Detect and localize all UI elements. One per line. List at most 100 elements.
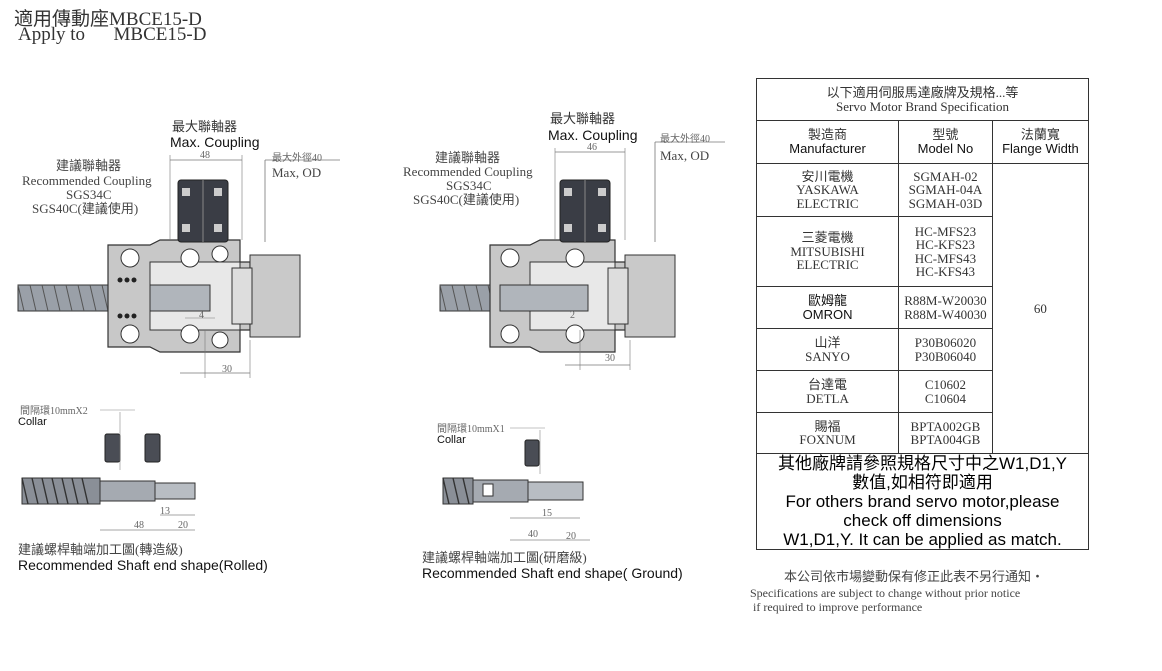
model-no: R88M-W20030: [904, 293, 987, 308]
right-dim-2: 2: [570, 310, 575, 321]
table-row: 安川電機 YASKAWA ELECTRIC SGMAH-02 SGMAH-04A…: [755, 163, 1090, 454]
mfr-en: SANYO: [805, 348, 850, 364]
mfr-en: ELECTRIC: [796, 257, 859, 273]
table-row: 賜福 FOXNUM BPTA002GB BPTA004GB: [755, 412, 1089, 454]
table-row: 歐姆龍 OMRON R88M-W20030 R88M-W40030: [755, 286, 1089, 329]
left-max-od-cn: 最大外徑40: [272, 153, 322, 164]
right-dim-30: 30: [605, 353, 615, 364]
footer-notice-en-line2: if required to improve performance: [750, 600, 923, 614]
model-no: P30B06040: [914, 348, 977, 364]
mfr-en: ELECTRIC: [796, 195, 859, 211]
mfr-en: YASKAWA: [796, 182, 859, 198]
right-rec-coupling-cn: 建議聯軸器: [435, 150, 501, 165]
right-collar-label: Collar: [437, 434, 466, 446]
right-shaft-drawing: [442, 427, 590, 541]
left-max-od-en: Max, OD: [272, 165, 322, 180]
mfr-cn: 山洋: [814, 335, 841, 350]
right-shaft-caption-en: Recommended Shaft end shape( Ground): [422, 565, 683, 581]
left-assembly-drawing: [17, 155, 340, 378]
model-no: HC-KFS23: [915, 237, 976, 252]
right-rec-coupling-en: Recommended Coupling: [403, 164, 533, 179]
note-line: 其他廠牌請參照規格尺寸中之W1,D1,Y: [777, 454, 1068, 473]
table-row: 台達電 DETLA C10602 C10604: [755, 370, 1089, 413]
model-no: P30B06020: [914, 335, 977, 350]
flange-width-value: 60: [991, 163, 1090, 454]
left-dim-13: 13: [160, 506, 170, 517]
right-dim-40: 40: [528, 529, 538, 540]
left-max-coupling-en: Max. Coupling: [170, 134, 260, 150]
mfr-en: OMRON: [802, 306, 853, 322]
page-title-en: Apply to MBCE15-D: [18, 24, 207, 45]
mfr-cn: 台達電: [808, 377, 848, 392]
mfr-cn: 歐姆龍: [808, 292, 848, 308]
mfr-en: FOXNUM: [799, 432, 856, 447]
left-rec-coupling-en: Recommended Coupling: [22, 173, 152, 188]
model-no: HC-MFS43: [914, 250, 977, 266]
mfr-cn: 賜福: [814, 418, 841, 434]
left-dim-48: 48: [200, 150, 210, 161]
note-line: W1,D1,Y. It can be applied as match.: [783, 530, 1062, 549]
left-collar-spec: 間隔環10mmX2: [20, 406, 88, 417]
model-no: R88M-W40030: [904, 306, 987, 322]
model-no: HC-KFS43: [915, 264, 976, 279]
right-rec-coupling-model1: SGS34C: [446, 178, 492, 193]
right-dim-15: 15: [542, 508, 552, 519]
left-rec-coupling-model1: SGS34C: [66, 187, 112, 202]
left-rec-coupling-cn: 建議聯軸器: [56, 158, 122, 173]
mfr-cn: 安川電機: [801, 168, 854, 184]
table-row: 山洋 SANYO P30B06020 P30B06040: [755, 328, 1089, 371]
table-note-row: 其他廠牌請參照規格尺寸中之W1,D1,Y 數值,如相符即適用 For other…: [756, 453, 1089, 550]
right-dim-46: 46: [587, 142, 597, 153]
mfr-cn: 三菱電機: [801, 230, 854, 246]
left-max-coupling-cn: 最大聯軸器: [172, 119, 238, 134]
col-manufacturer-cn: 製造商: [808, 127, 848, 142]
table-title-row: 以下適用伺服馬達廠牌及規格...等 Servo Motor Brand Spec…: [756, 78, 1089, 121]
left-dim-48b: 48: [134, 520, 144, 531]
page-title-cn: 適用傳動座MBCE15-D: [14, 9, 202, 30]
left-dim-30: 30: [222, 364, 232, 375]
footer-notice-cn: 本公司依市場變動保有修正此表不另行通知・: [784, 569, 1045, 584]
left-shaft-caption-cn: 建議螺桿軸端加工圖(轉造級): [18, 542, 183, 557]
note-line: check off dimensions: [843, 511, 1002, 530]
left-collar-label: Collar: [18, 416, 47, 428]
note-line: 數值,如相符即適用: [852, 473, 993, 492]
model-no: BPTA002GB: [910, 418, 981, 434]
left-shaft-caption-en: Recommended Shaft end shape(Rolled): [18, 557, 268, 573]
right-rec-coupling-model2: SGS40C(建議使用): [413, 192, 520, 207]
model-no: SGMAH-04A: [908, 182, 983, 198]
right-dim-20: 20: [566, 531, 576, 542]
right-max-coupling-cn: 最大聯軸器: [550, 111, 616, 126]
footer-notice-en: Specifications are subject to change wit…: [750, 586, 1020, 614]
right-collar-spec: 間隔環10mmX1: [437, 424, 505, 435]
col-model-cn: 型號: [932, 127, 959, 142]
col-manufacturer-en: Manufacturer: [789, 141, 866, 156]
table-title-cn: 以下適用伺服馬達廠牌及規格...等: [826, 84, 1019, 100]
right-max-od-cn: 最大外徑40: [660, 134, 710, 145]
col-flange-cn: 法蘭寬: [1020, 127, 1060, 142]
table-row: 三菱電機 MITSUBISHI ELECTRIC HC-MFS23 HC-KFS…: [755, 216, 1089, 287]
table-title-en: Servo Motor Brand Specification: [836, 98, 1009, 114]
left-shaft-drawing: [21, 409, 196, 531]
right-max-coupling-en: Max. Coupling: [548, 127, 638, 143]
mfr-en: MITSUBISHI: [790, 243, 865, 259]
model-no: SGMAH-02: [913, 168, 978, 184]
left-dim-4: 4: [199, 310, 204, 321]
left-dim-20: 20: [178, 520, 188, 531]
mfr-en: DETLA: [806, 390, 849, 406]
model-no: HC-MFS23: [914, 223, 977, 239]
left-rec-coupling-model2: SGS40C(建議使用): [32, 201, 139, 216]
table-header-row: 製造商 Manufacturer 型號 Model No 法蘭寬 Flange …: [755, 120, 1090, 164]
model-no: BPTA004GB: [910, 432, 981, 447]
col-flange-en: Flange Width: [1002, 141, 1079, 156]
right-assembly-drawing: [439, 141, 725, 370]
note-line: For others brand servo motor,please: [785, 492, 1060, 511]
servo-spec-table: 以下適用伺服馬達廠牌及規格...等 Servo Motor Brand Spec…: [755, 78, 1090, 550]
model-no: SGMAH-03D: [908, 195, 983, 211]
footer-notice-en-line1: Specifications are subject to change wit…: [750, 586, 1021, 600]
right-max-od-en: Max, OD: [660, 148, 710, 163]
model-no: C10602: [924, 377, 967, 392]
model-no: C10604: [924, 390, 967, 406]
right-shaft-caption-cn: 建議螺桿軸端加工圖(研磨級): [422, 550, 587, 565]
col-model-en: Model No: [917, 141, 974, 156]
